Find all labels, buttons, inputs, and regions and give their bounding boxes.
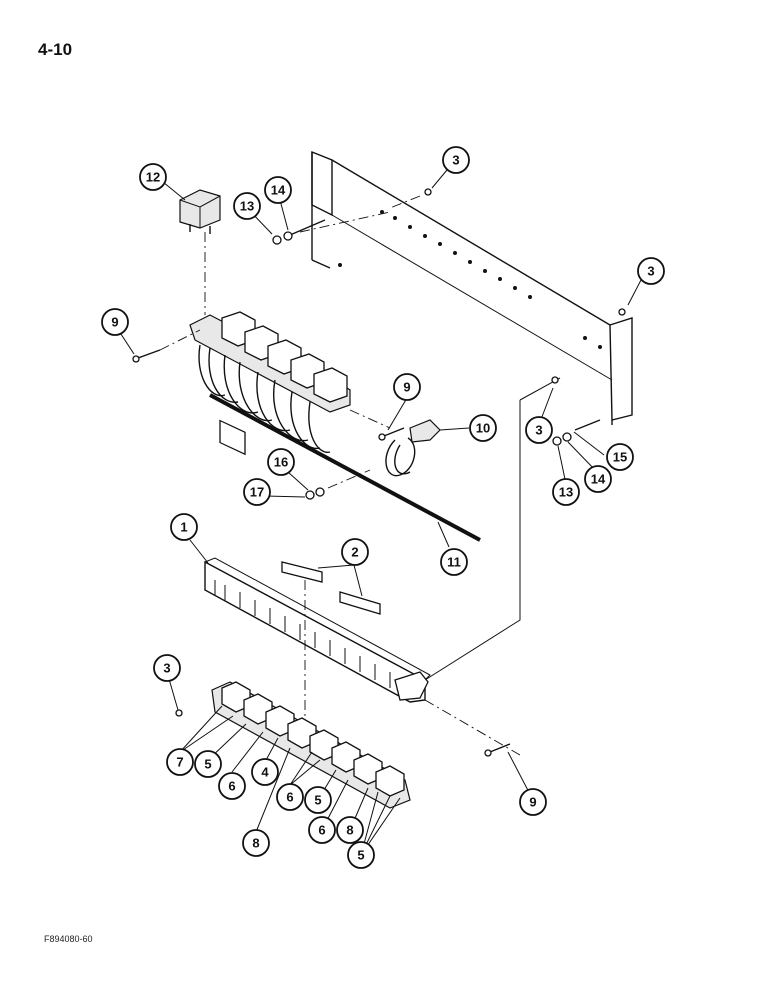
svg-text:16: 16	[274, 455, 288, 470]
callout-5-b: 5	[304, 786, 332, 814]
callout-13-upper: 13	[233, 192, 261, 220]
relay-blocks	[219, 419, 246, 456]
svg-text:6: 6	[318, 823, 325, 838]
svg-text:5: 5	[204, 757, 211, 772]
svg-text:1: 1	[180, 520, 187, 535]
callout-3-lower-left: 3	[153, 654, 181, 682]
svg-text:13: 13	[240, 199, 254, 214]
screws	[132, 329, 511, 757]
svg-text:17: 17	[250, 485, 264, 500]
fuse-cells	[221, 681, 405, 797]
svg-text:12: 12	[146, 170, 160, 185]
bracket-1	[204, 557, 431, 703]
svg-text:13: 13	[559, 485, 573, 500]
callout-7: 7	[166, 748, 194, 776]
mounting-plate	[311, 150, 633, 681]
callout-11: 11	[440, 548, 468, 576]
fuse-block	[175, 681, 521, 809]
svg-text:10: 10	[476, 421, 490, 436]
callout-13-lower: 13	[552, 478, 580, 506]
svg-text:6: 6	[286, 790, 293, 805]
callout-9-left: 9	[101, 308, 129, 336]
plate-holes	[338, 210, 602, 349]
callout-14-upper: 14	[264, 176, 292, 204]
callout-16: 16	[267, 448, 295, 476]
callout-6-b: 6	[276, 783, 304, 811]
callout-15: 15	[606, 443, 634, 471]
callout-5-a: 5	[194, 750, 222, 778]
svg-text:8: 8	[346, 823, 353, 838]
wire-loops	[198, 344, 331, 453]
callout-4: 4	[251, 758, 279, 786]
page-number: 4-10	[38, 40, 73, 59]
svg-text:7: 7	[176, 755, 183, 770]
callout-12: 12	[139, 163, 167, 191]
relay-harness-assembly	[189, 311, 481, 542]
svg-text:3: 3	[163, 661, 170, 676]
svg-text:6: 6	[228, 779, 235, 794]
callout-14-lower: 14	[584, 465, 612, 493]
relay-12	[179, 189, 221, 315]
bolt-nut-washer-upper	[272, 211, 391, 245]
leader-lines	[116, 169, 642, 856]
svg-text:9: 9	[111, 315, 118, 330]
bracket-slots	[214, 580, 391, 688]
callout-1: 1	[170, 513, 198, 541]
callout-5-c: 5	[347, 841, 375, 869]
svg-text:3: 3	[535, 423, 542, 438]
svg-text:11: 11	[447, 555, 461, 570]
svg-text:15: 15	[613, 450, 627, 465]
svg-text:14: 14	[271, 183, 286, 198]
callout-3-right: 3	[637, 257, 665, 285]
callout-3-middle-right: 3	[525, 416, 553, 444]
callout-17: 17	[243, 478, 271, 506]
svg-text:5: 5	[314, 793, 321, 808]
svg-text:4: 4	[261, 765, 269, 780]
clips-2	[281, 561, 381, 730]
svg-text:3: 3	[452, 153, 459, 168]
nuts-16-17	[305, 469, 371, 500]
svg-text:2: 2	[351, 545, 358, 560]
svg-text:8: 8	[252, 836, 259, 851]
svg-text:9: 9	[403, 380, 410, 395]
callout-8-b: 8	[336, 816, 364, 844]
callout-2: 2	[341, 538, 369, 566]
callout-9-middle: 9	[393, 373, 421, 401]
callout-8-a: 8	[242, 829, 270, 857]
svg-text:3: 3	[647, 264, 654, 279]
callout-10: 10	[469, 414, 497, 442]
svg-text:5: 5	[357, 848, 364, 863]
callout-3-top: 3	[442, 146, 470, 174]
svg-text:9: 9	[529, 795, 536, 810]
figure-code: F894080-60	[44, 934, 93, 944]
hardware-right	[389, 188, 626, 446]
callout-6-c: 6	[308, 816, 336, 844]
callout-9-lower: 9	[519, 788, 547, 816]
callout-6-a: 6	[218, 772, 246, 800]
svg-text:14: 14	[591, 472, 606, 487]
